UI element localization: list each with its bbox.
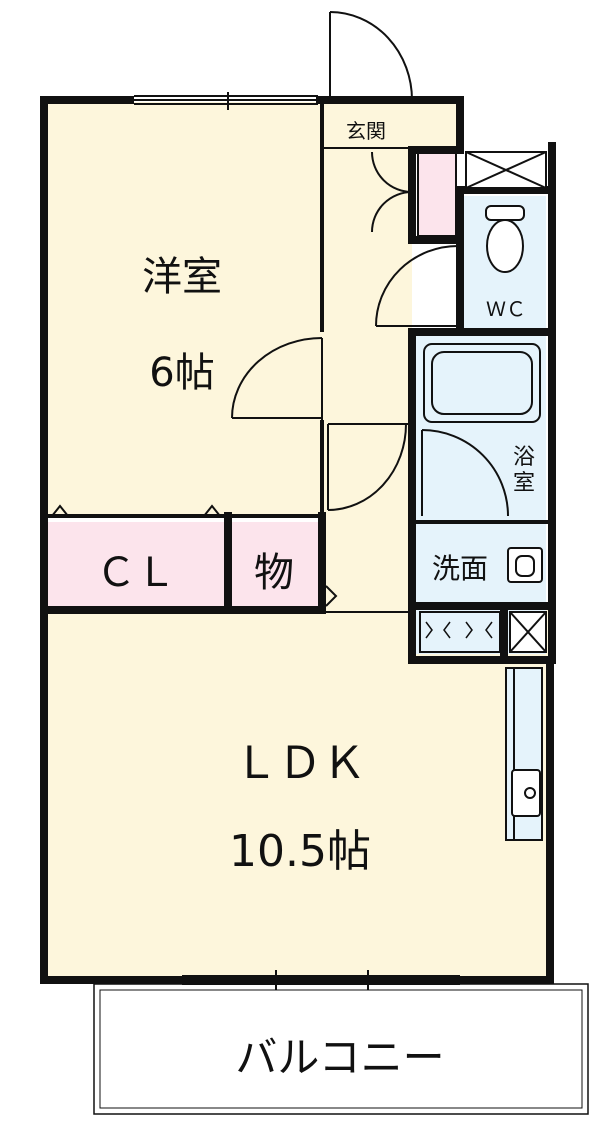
western-room-floor: [44, 102, 322, 516]
partitions: [44, 99, 552, 981]
western-room-label: 洋室: [142, 254, 222, 300]
entrance-hall-floor: [322, 102, 458, 148]
hallway-floor: [322, 148, 412, 610]
ldk-label: ＬＤＫ: [234, 738, 366, 789]
bathtub-icon: [423, 343, 541, 423]
ldk-size: 10.5帖: [229, 826, 371, 877]
western-room-size: 6帖: [149, 350, 214, 396]
storage-label: 物: [254, 550, 294, 596]
vent-box-top: [465, 151, 547, 189]
wc-label: ＷＣ: [486, 297, 526, 321]
vent-box-wash: [509, 611, 547, 653]
storage-floor: [232, 522, 320, 606]
bath-label-1: 浴: [513, 445, 535, 470]
doors: [51, 11, 509, 607]
bath-label-2: 室: [513, 471, 535, 496]
top-window: [134, 92, 318, 110]
entrance-label: 玄関: [346, 119, 386, 143]
toilet-icon: [485, 205, 525, 273]
balcony-label: バルコニー: [235, 1033, 444, 1082]
closet-floor: [48, 522, 224, 606]
balcony-inner-line: [99, 989, 583, 1109]
closet-label: ＣＬ: [96, 550, 176, 596]
washing-pan-icon: [419, 611, 501, 653]
sink-icon: [507, 547, 543, 583]
washroom-label: 洗面: [432, 552, 488, 585]
shoe-cabinet: [417, 151, 457, 237]
kitchen-counter: [505, 667, 543, 841]
balcony-window: [182, 970, 460, 990]
balcony-floor: [93, 983, 589, 1115]
ldk-floor: [44, 610, 550, 978]
